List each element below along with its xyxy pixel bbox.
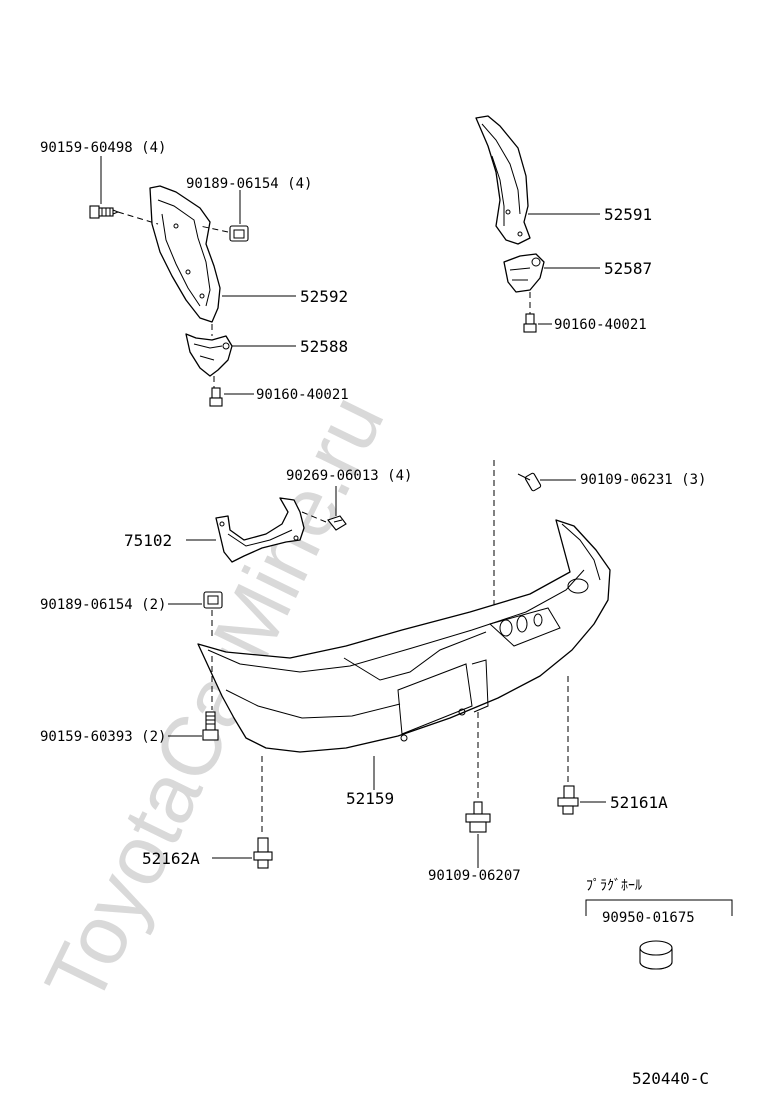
bumper-cover-52159[interactable] bbox=[197, 519, 611, 753]
screw-90159-60498[interactable] bbox=[89, 205, 120, 219]
fastener-52161A[interactable] bbox=[557, 785, 579, 815]
screw-90159-60393[interactable] bbox=[202, 711, 219, 741]
bolt-90160-40021-right[interactable] bbox=[523, 313, 537, 333]
label-90160-40021-left: 90160-40021 bbox=[256, 387, 349, 403]
label-52592: 52592 bbox=[300, 287, 348, 306]
side-retainer-left[interactable] bbox=[149, 185, 221, 323]
label-52162A: 52162A bbox=[142, 849, 200, 868]
fastener-52162A[interactable] bbox=[253, 837, 273, 869]
label-90109-06207: 90109-06207 bbox=[428, 868, 521, 884]
label-90269-06013: 90269-06013 (4) bbox=[286, 468, 412, 484]
diagram-code: 520440-C bbox=[632, 1069, 709, 1088]
screw-90109-06231[interactable] bbox=[517, 472, 542, 492]
screw-90269-06013[interactable] bbox=[327, 515, 347, 531]
bolt-90160-40021-left[interactable] bbox=[209, 387, 223, 407]
side-retainer-right[interactable] bbox=[475, 115, 531, 245]
plug-hole-title: ﾌﾟﾗｸﾞﾎｰﾙ bbox=[586, 878, 642, 894]
label-52161A: 52161A bbox=[610, 793, 668, 812]
screw-90109-06207[interactable] bbox=[465, 801, 491, 833]
label-90189-06154-4: 90189-06154 (4) bbox=[186, 176, 312, 192]
clip-90189-06154-lower[interactable] bbox=[203, 591, 223, 609]
clip-90189-06154-upper[interactable] bbox=[229, 225, 249, 242]
bracket-75102[interactable] bbox=[215, 497, 305, 563]
bracket-52587[interactable] bbox=[503, 253, 545, 293]
bracket-52588[interactable] bbox=[185, 333, 233, 377]
label-52588: 52588 bbox=[300, 337, 348, 356]
label-90159-60393: 90159-60393 (2) bbox=[40, 729, 166, 745]
label-52159: 52159 bbox=[346, 789, 394, 808]
plug-hole-part-number: 90950-01675 bbox=[602, 910, 695, 926]
label-52587: 52587 bbox=[604, 259, 652, 278]
label-90159-60498: 90159-60498 (4) bbox=[40, 140, 166, 156]
label-75102: 75102 bbox=[124, 531, 172, 550]
label-52591: 52591 bbox=[604, 205, 652, 224]
hole-plug-90950-01675[interactable] bbox=[639, 940, 673, 970]
label-90160-40021-right: 90160-40021 bbox=[554, 317, 647, 333]
label-90109-06231: 90109-06231 (3) bbox=[580, 472, 706, 488]
plug-hole-callout: ﾌﾟﾗｸﾞﾎｰﾙ 90950-01675 bbox=[585, 878, 733, 926]
label-90189-06154-2: 90189-06154 (2) bbox=[40, 597, 166, 613]
